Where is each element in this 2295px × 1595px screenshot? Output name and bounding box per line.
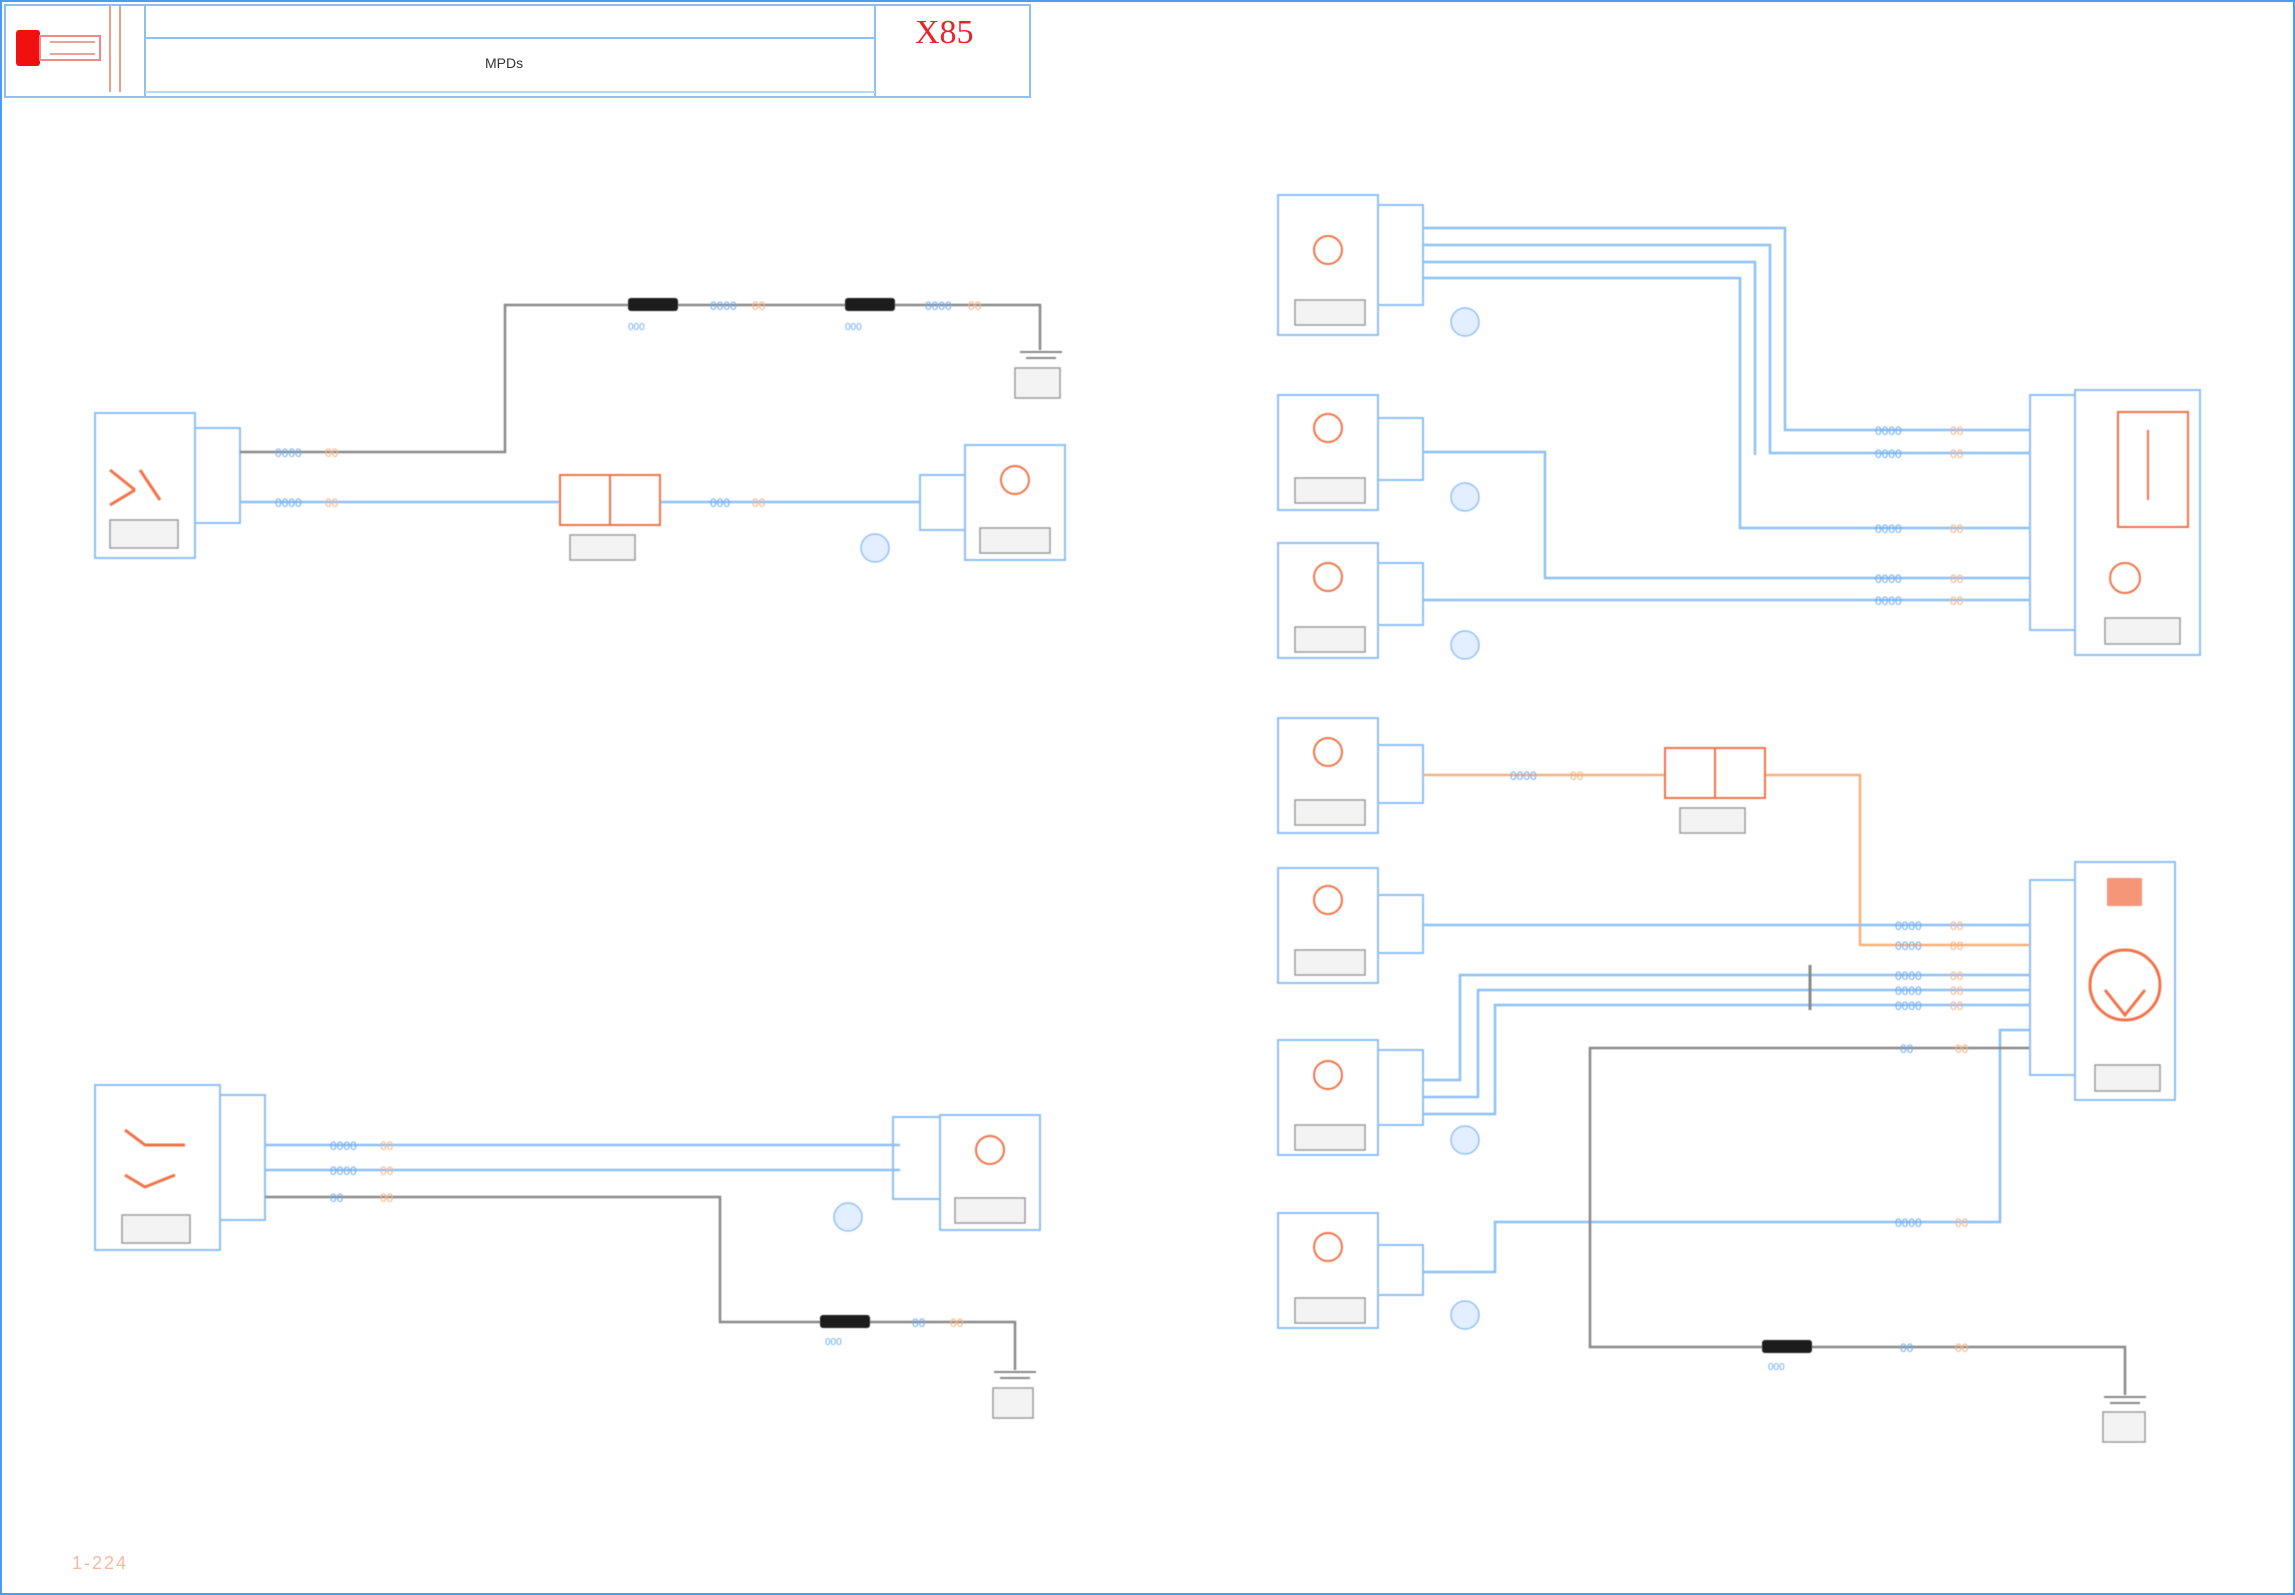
page-reference: 1-224	[72, 1553, 129, 1573]
svg-text:000: 000	[710, 496, 730, 510]
reference-marker	[1450, 1125, 1480, 1155]
svg-text:00: 00	[968, 299, 982, 313]
svg-text:00: 00	[1570, 769, 1584, 783]
svg-text:00: 00	[1955, 1042, 1969, 1056]
group-right-bottom: 0000 00 0000 00 0000 00 0000 00 0000 00 …	[1277, 717, 2176, 1443]
svg-text:0000: 0000	[1895, 969, 1922, 983]
reference-marker	[1450, 1300, 1480, 1330]
title-block	[4, 4, 1031, 98]
svg-text:00: 00	[752, 496, 766, 510]
sensor-component	[1277, 1212, 1424, 1329]
svg-text:00: 00	[1955, 1341, 1969, 1355]
svg-text:0000: 0000	[1875, 522, 1902, 536]
ground-symbol	[2102, 1396, 2146, 1443]
motor-component	[892, 1114, 1041, 1231]
svg-text:0000: 0000	[1895, 984, 1922, 998]
header-title: MPDs	[485, 55, 524, 71]
svg-text:000: 000	[845, 322, 862, 333]
motor-component	[919, 444, 1066, 561]
svg-text:0000: 0000	[710, 299, 737, 313]
svg-text:00: 00	[325, 496, 339, 510]
svg-text:00: 00	[950, 1316, 964, 1330]
svg-text:0000: 0000	[925, 299, 952, 313]
svg-text:00: 00	[1950, 447, 1964, 461]
svg-text:0000: 0000	[1875, 424, 1902, 438]
svg-text:000: 000	[628, 322, 645, 333]
svg-text:00: 00	[380, 1139, 394, 1153]
switch-component	[94, 1084, 266, 1251]
splice-marker: 000	[628, 298, 678, 333]
group-top-left: 0000 00 0000 00 000 000 0000 00 0000 00 …	[94, 298, 1066, 563]
svg-text:00: 00	[912, 1316, 926, 1330]
sensor-component	[1277, 394, 1424, 511]
control-module	[2029, 389, 2201, 656]
svg-text:0000: 0000	[275, 496, 302, 510]
red-connector-icon	[16, 30, 101, 66]
splice-marker: 000	[820, 1315, 870, 1348]
svg-text:000: 000	[1768, 1362, 1785, 1373]
svg-text:00: 00	[325, 446, 339, 460]
svg-text:0000: 0000	[1895, 1216, 1922, 1230]
control-module	[2029, 861, 2176, 1101]
svg-text:00: 00	[1950, 969, 1964, 983]
svg-text:00: 00	[1950, 919, 1964, 933]
switch-component	[94, 412, 241, 559]
reference-marker	[1450, 307, 1480, 337]
reference-marker	[860, 533, 890, 563]
sensor-component	[1277, 1039, 1424, 1156]
svg-text:00: 00	[1950, 939, 1964, 953]
sensor-component	[1277, 194, 1424, 336]
svg-text:0000: 0000	[275, 446, 302, 460]
header-code: X85	[915, 14, 974, 51]
inline-connector	[559, 474, 661, 561]
svg-text:00: 00	[380, 1164, 394, 1178]
svg-text:0000: 0000	[1875, 594, 1902, 608]
inline-connector	[1664, 747, 1766, 834]
svg-text:00: 00	[1950, 424, 1964, 438]
sensor-component	[1277, 867, 1424, 984]
svg-text:0000: 0000	[330, 1164, 357, 1178]
svg-text:0000: 0000	[1895, 939, 1922, 953]
svg-text:00: 00	[1955, 1216, 1969, 1230]
reference-marker	[833, 1202, 863, 1232]
sensor-component	[1277, 542, 1424, 659]
svg-text:00: 00	[1900, 1341, 1914, 1355]
svg-text:00: 00	[1950, 999, 1964, 1013]
svg-text:0000: 0000	[330, 1139, 357, 1153]
svg-text:0000: 0000	[1875, 572, 1902, 586]
svg-text:0000: 0000	[1875, 447, 1902, 461]
group-bottom-left: 0000 00 0000 00 00 00 000 00 00	[94, 1084, 1041, 1419]
svg-text:00: 00	[380, 1191, 394, 1205]
svg-text:000: 000	[825, 1337, 842, 1348]
reference-marker	[1450, 482, 1480, 512]
splice-marker: 000	[1762, 1340, 1812, 1373]
svg-text:00: 00	[1950, 572, 1964, 586]
splice-marker: 000	[845, 298, 895, 333]
svg-text:0000: 0000	[1510, 769, 1537, 783]
reference-marker	[1450, 630, 1480, 660]
ground-symbol	[1014, 351, 1062, 399]
svg-text:0000: 0000	[1895, 999, 1922, 1013]
svg-text:00: 00	[1950, 522, 1964, 536]
sensor-component	[1277, 717, 1424, 834]
svg-text:00: 00	[330, 1191, 344, 1205]
svg-text:00: 00	[752, 299, 766, 313]
ground-symbol	[992, 1371, 1036, 1419]
group-right-top: 0000 00 0000 00 0000 00 0000 00 0000 00	[1277, 194, 2201, 660]
svg-text:00: 00	[1950, 984, 1964, 998]
svg-text:0000: 0000	[1895, 919, 1922, 933]
svg-text:00: 00	[1950, 594, 1964, 608]
svg-text:00: 00	[1900, 1042, 1914, 1056]
